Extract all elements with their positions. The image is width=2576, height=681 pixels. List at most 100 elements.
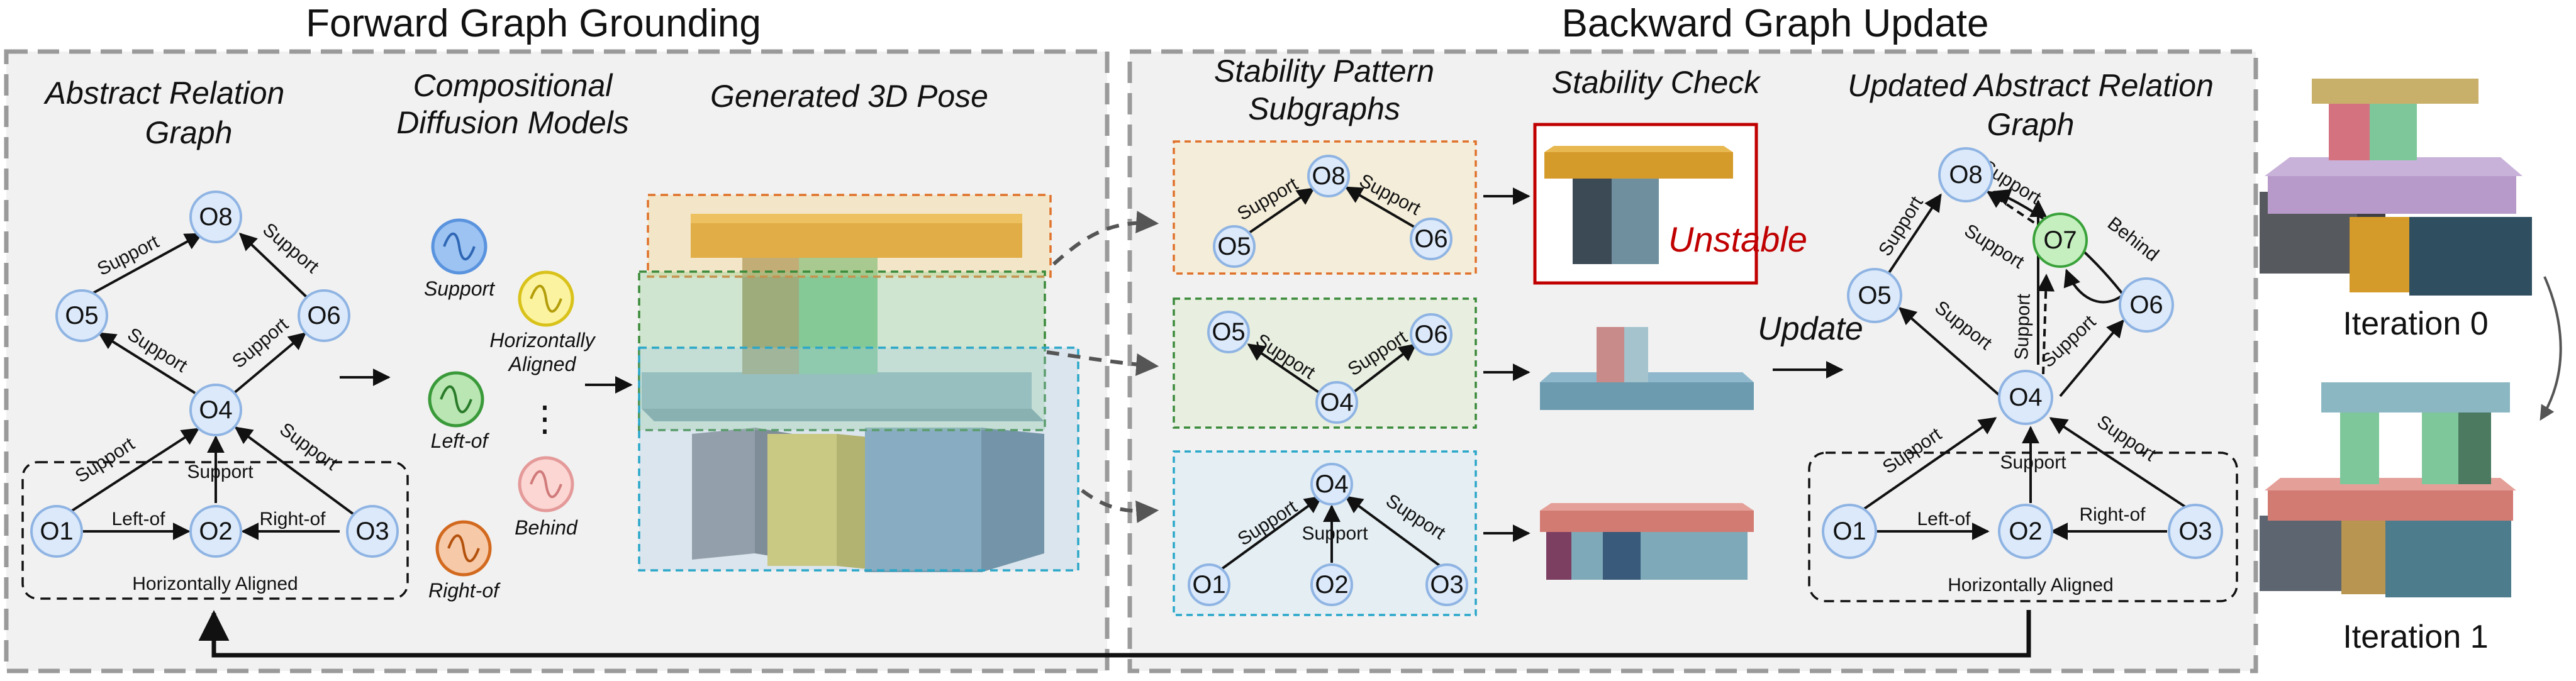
edge-o3-o4 bbox=[234, 426, 357, 517]
subgraphs-heading-1: Stability Pattern bbox=[1214, 53, 1434, 89]
node-o8: O8 bbox=[189, 191, 242, 243]
diffusion-models: Support Horizontally Aligned Left-of ⋮ B… bbox=[424, 218, 596, 602]
link-pose-subgraph-2 bbox=[1046, 350, 1159, 376]
svg-text:O2: O2 bbox=[1315, 571, 1348, 599]
pose-heading: Generated 3D Pose bbox=[710, 79, 988, 114]
node-o1: O1 bbox=[30, 505, 83, 558]
edge-o4-o6 bbox=[233, 332, 307, 394]
node-o4: O4 bbox=[1998, 370, 2053, 425]
svg-text:O6: O6 bbox=[1414, 225, 1447, 253]
iteration-arrow bbox=[2540, 276, 2562, 421]
node-o8: O8 bbox=[1307, 155, 1350, 197]
node-o5: O5 bbox=[1847, 268, 1902, 323]
iteration-1-render: Iteration 1 bbox=[2260, 382, 2516, 655]
svg-text:Right-of: Right-of bbox=[428, 579, 501, 602]
svg-text:O8: O8 bbox=[1312, 162, 1345, 190]
node-o7: O7 bbox=[2032, 213, 2088, 268]
label-left-of: Left-of bbox=[111, 509, 165, 529]
edge-o1-o4 bbox=[68, 428, 200, 514]
pose-box-green bbox=[638, 270, 1046, 431]
svg-text:Support: Support bbox=[1302, 523, 1368, 544]
node-o4: O4 bbox=[189, 384, 242, 436]
stable-model-2 bbox=[1540, 382, 1754, 410]
label-support: Support bbox=[187, 462, 254, 482]
subgraph-1: Support Support O8 O5 O6 bbox=[1173, 140, 1477, 275]
abstract-graph-heading-1: Abstract Relation bbox=[43, 75, 285, 111]
ellipsis: ⋮ bbox=[527, 399, 562, 438]
pose-slab bbox=[642, 372, 1032, 409]
iteration-0-label: Iteration 0 bbox=[2343, 306, 2488, 342]
pose-block-grey bbox=[692, 428, 755, 560]
node-o2: O2 bbox=[189, 505, 242, 558]
svg-text:O1: O1 bbox=[40, 518, 73, 545]
node-o3: O3 bbox=[1425, 563, 1468, 606]
svg-text:O5: O5 bbox=[1212, 318, 1245, 346]
node-o6: O6 bbox=[1410, 313, 1452, 356]
pose-box-orange bbox=[647, 194, 1052, 278]
feedback-loop-arrow bbox=[198, 610, 2031, 658]
node-o5: O5 bbox=[55, 289, 108, 342]
stability-check: Unstable bbox=[1533, 123, 1807, 580]
horizontal-group-label: Horizontally Aligned bbox=[132, 573, 298, 594]
link-pose-subgraph-3 bbox=[1081, 489, 1159, 523]
updated-graph-heading-1: Updated Abstract Relation bbox=[1848, 68, 2214, 103]
svg-text:O5: O5 bbox=[65, 302, 98, 329]
right-of-model-icon: Right-of bbox=[428, 520, 501, 602]
svg-text:Horizontally Aligned: Horizontally Aligned bbox=[1948, 575, 2113, 595]
node-o3: O3 bbox=[2168, 504, 2223, 559]
svg-text:O3: O3 bbox=[2178, 518, 2212, 545]
svg-text:O8: O8 bbox=[199, 203, 232, 231]
node-o5: O5 bbox=[1213, 225, 1256, 268]
svg-text:O6: O6 bbox=[2129, 291, 2163, 319]
svg-text:O4: O4 bbox=[2009, 384, 2042, 411]
svg-text:Support: Support bbox=[424, 277, 495, 300]
svg-text:Left-of: Left-of bbox=[431, 429, 490, 452]
unstable-label: Unstable bbox=[1668, 219, 1807, 259]
svg-text:O1: O1 bbox=[1192, 571, 1225, 599]
updated-horizontal-group-box bbox=[1808, 451, 2238, 602]
pose-pillar-green bbox=[799, 248, 878, 374]
svg-text:O3: O3 bbox=[1430, 571, 1463, 599]
node-o2: O2 bbox=[1310, 563, 1353, 606]
svg-text:Aligned: Aligned bbox=[508, 353, 577, 375]
svg-text:O4: O4 bbox=[1320, 389, 1353, 416]
svg-text:O4: O4 bbox=[1315, 470, 1348, 498]
svg-text:O6: O6 bbox=[1414, 321, 1447, 348]
horizontal-group-box bbox=[21, 461, 409, 600]
behind-model-icon: Behind bbox=[515, 456, 578, 539]
svg-text:O6: O6 bbox=[307, 302, 340, 329]
svg-text:O8: O8 bbox=[1949, 161, 1982, 189]
edge-o6-o8 bbox=[238, 233, 308, 298]
edge-o5-o8 bbox=[86, 233, 203, 298]
pose-top-plate bbox=[691, 223, 1022, 258]
svg-text:Horizontally: Horizontally bbox=[489, 329, 596, 352]
svg-text:O5: O5 bbox=[1217, 233, 1251, 260]
support-model-icon: Support bbox=[424, 218, 495, 300]
svg-text:Support: Support bbox=[2000, 452, 2066, 473]
pose-block-blue bbox=[865, 428, 981, 572]
node-o6: O6 bbox=[1410, 218, 1452, 260]
node-o4: O4 bbox=[1315, 381, 1358, 424]
svg-text:O4: O4 bbox=[199, 396, 232, 424]
node-o1: O1 bbox=[1822, 504, 1877, 559]
backward-title: Backward Graph Update bbox=[1562, 2, 1989, 45]
svg-text:O1: O1 bbox=[1832, 518, 1866, 545]
node-o6: O6 bbox=[298, 289, 350, 342]
pose-block-yellow bbox=[767, 434, 837, 566]
svg-text:O2: O2 bbox=[199, 518, 232, 545]
svg-text:Right-of: Right-of bbox=[2079, 504, 2146, 525]
svg-text:O7: O7 bbox=[2043, 226, 2077, 254]
diffusion-heading-1: Compositional bbox=[413, 68, 614, 103]
pose-box-blue bbox=[638, 346, 1079, 572]
node-o2: O2 bbox=[1998, 504, 2053, 559]
svg-text:O2: O2 bbox=[2009, 518, 2042, 545]
node-o3: O3 bbox=[346, 505, 399, 558]
node-o1: O1 bbox=[1188, 563, 1230, 606]
update-label: Update bbox=[1758, 311, 1863, 347]
subgraph-2: Support Support O5 O6 O4 bbox=[1173, 297, 1477, 429]
edge-o4-o5 bbox=[98, 332, 196, 394]
node-o4: O4 bbox=[1310, 463, 1353, 506]
stable-model-3 bbox=[1546, 529, 1748, 580]
left-of-model-icon: Left-of bbox=[428, 371, 490, 452]
